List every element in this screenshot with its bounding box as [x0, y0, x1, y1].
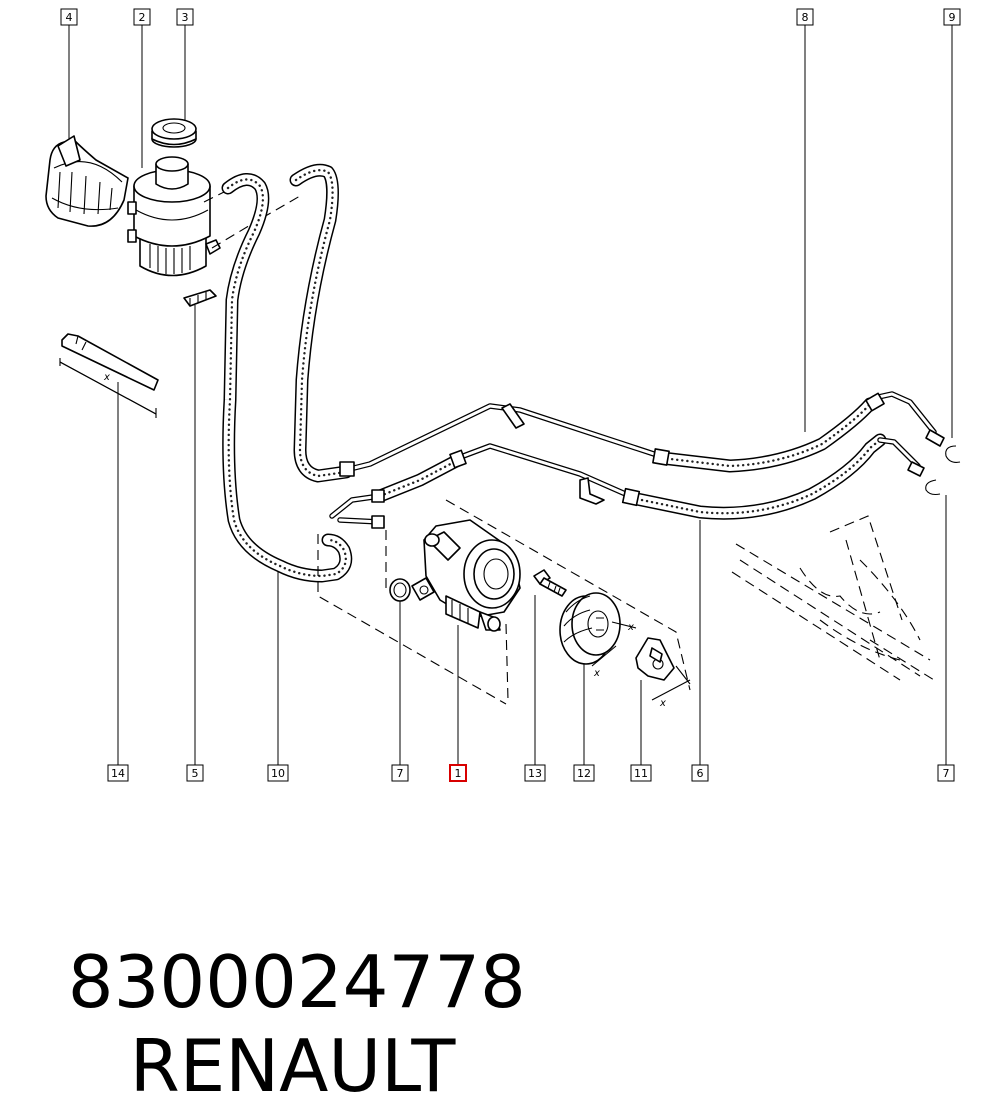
o-ring-part-7-left — [389, 578, 411, 602]
bracket-part-11 — [635, 637, 675, 681]
callout-label: 9 — [949, 11, 956, 24]
leader-lines — [68, 25, 953, 765]
callout-label: 7 — [397, 767, 404, 780]
callout-label: 1 — [455, 767, 462, 780]
pressure-pipe-part-8 — [339, 391, 945, 477]
o-ring-part-7-right — [925, 479, 941, 496]
clamp-part-4 — [45, 135, 129, 227]
callout-label: 4 — [66, 11, 73, 24]
callout-11: 11 — [630, 764, 652, 782]
callout-label: 8 — [802, 11, 809, 24]
supply-hose — [289, 163, 353, 483]
callout-7-left: 7 — [391, 764, 409, 782]
callout-label: 13 — [528, 767, 542, 780]
callout-label: 14 — [111, 767, 125, 780]
dim-label-x-bracket: x — [659, 698, 666, 709]
part-number: 8300024778 — [67, 940, 526, 1024]
callout-13: 13 — [524, 764, 546, 782]
callout-label: 11 — [634, 767, 648, 780]
dim-label-x-pulley: x — [593, 668, 600, 679]
power-steering-exploded-diagram: x x x x 4 2 3 8 9 14 5 10 7 1 — [45, 8, 961, 782]
reservoir-part-2 — [127, 156, 221, 277]
dimension-marks — [59, 361, 691, 701]
callout-9: 9 — [943, 8, 961, 26]
dim-label-x-pulley-hub: x — [627, 622, 634, 633]
callout-5: 5 — [186, 764, 204, 782]
part-caption: 8300024778 RENAULT — [22, 856, 526, 1108]
callout-1-highlighted: 1 — [449, 764, 467, 782]
callout-8: 8 — [796, 8, 814, 26]
bolt-part-13 — [533, 569, 567, 597]
pressure-pipe-part-6 — [329, 433, 925, 529]
callout-3: 3 — [176, 8, 194, 26]
o-ring-part-9 — [945, 445, 961, 463]
callout-label: 12 — [577, 767, 591, 780]
callout-label: 3 — [182, 11, 189, 24]
reservoir-cap-part-3 — [151, 118, 197, 148]
callout-14: 14 — [107, 764, 129, 782]
return-hose-part-10 — [221, 173, 353, 583]
clip-part-5 — [183, 289, 217, 307]
power-steering-pump-part-1 — [411, 519, 521, 632]
callout-label: 5 — [192, 767, 199, 780]
dim-label-x-strap: x — [103, 372, 110, 383]
callout-10: 10 — [267, 764, 289, 782]
brand-name: RENAULT — [129, 1024, 456, 1108]
callout-label: 6 — [697, 767, 704, 780]
pulley-part-12 — [559, 592, 621, 665]
steering-rack-outline — [731, 515, 935, 681]
callout-label: 7 — [943, 767, 950, 780]
callout-12: 12 — [573, 764, 595, 782]
callout-2: 2 — [133, 8, 151, 26]
callout-6: 6 — [691, 764, 709, 782]
callout-label: 10 — [271, 767, 285, 780]
callout-7-right: 7 — [937, 764, 955, 782]
callout-label: 2 — [139, 11, 146, 24]
callout-4: 4 — [60, 8, 78, 26]
